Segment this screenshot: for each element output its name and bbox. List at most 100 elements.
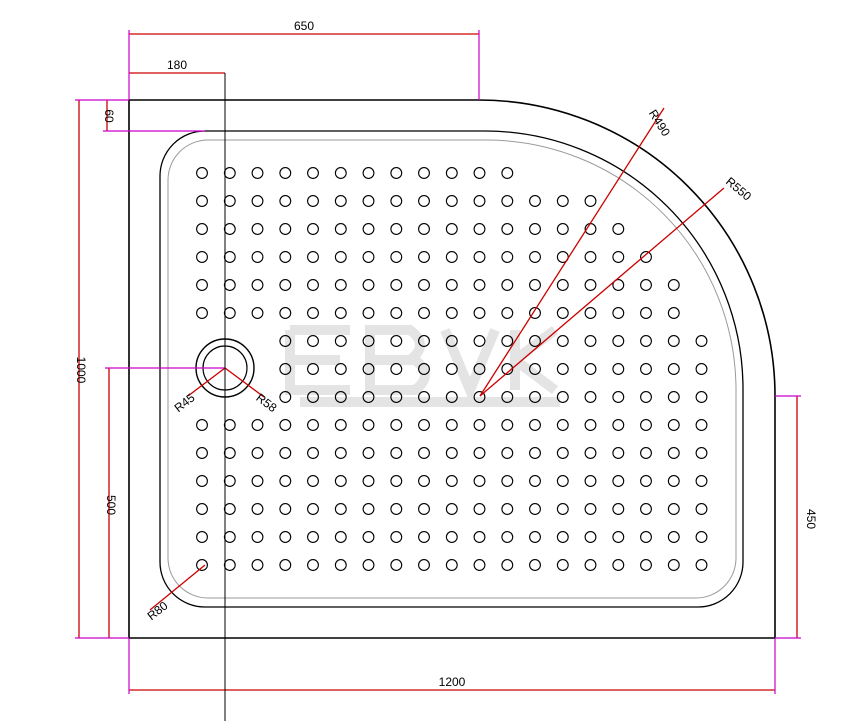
hole [418,531,430,543]
hole [667,559,680,571]
hole [307,335,319,347]
hole [473,503,486,515]
hole [362,363,375,375]
hole [418,251,430,263]
hole [667,391,680,403]
hole [695,391,708,403]
hole [390,335,403,347]
hole [445,195,458,207]
hole [640,475,652,487]
hole [445,391,458,403]
hole [501,279,514,291]
hole [390,363,403,375]
hole [612,279,625,291]
hole [529,307,541,319]
hole [473,223,486,235]
hole [334,475,347,487]
hole [362,503,375,515]
hole [529,447,541,459]
hole [390,195,403,207]
hole [612,503,625,515]
hole [307,391,319,403]
hole [612,363,625,375]
hole [445,503,458,515]
hole [251,167,264,179]
hole [307,251,319,263]
hole [418,279,430,291]
hole [334,195,347,207]
dim-label-450: 450 [804,509,818,529]
hole [584,559,597,571]
hole [612,559,625,571]
hole [362,279,375,291]
hole [307,223,319,235]
hole [279,251,292,263]
hole [473,475,486,487]
hole [695,503,708,515]
hole [501,391,514,403]
hole [362,223,375,235]
hole [473,531,486,543]
hole [390,559,403,571]
hole [584,363,597,375]
dim-label-r550: R550 [723,174,754,203]
hole [390,223,403,235]
hole [445,251,458,263]
hole [334,335,347,347]
hole [501,503,514,515]
hole [196,419,208,431]
hole [307,531,319,543]
hole [612,223,625,235]
hole [251,195,264,207]
hole [556,307,569,319]
hole [334,223,347,235]
hole [334,503,347,515]
hole [667,475,680,487]
hole [640,531,652,543]
hole [501,251,514,263]
hole [223,223,236,235]
hole [223,307,236,319]
hole [251,447,264,459]
hole [334,531,347,543]
hole [418,559,430,571]
hole [501,335,514,347]
hole [612,447,625,459]
hole [362,391,375,403]
hole [196,167,208,179]
hole [556,363,569,375]
hole [612,335,625,347]
hole [612,391,625,403]
hole [307,447,319,459]
hole [251,419,264,431]
hole [556,447,569,459]
hole [445,307,458,319]
hole [501,167,514,179]
hole [556,335,569,347]
hole [251,279,264,291]
hole [445,419,458,431]
hole [667,279,680,291]
hole [612,307,625,319]
hole [584,335,597,347]
hole [362,559,375,571]
hole [473,167,486,179]
hole [584,419,597,431]
hole [556,531,569,543]
hole [584,503,597,515]
hole [279,503,292,515]
hole [307,307,319,319]
dim-label-r490: R490 [646,107,673,139]
dim-label-r80: R80 [145,598,171,623]
hole [640,391,652,403]
hole [251,503,264,515]
hole [445,279,458,291]
hole [390,251,403,263]
hole [223,195,236,207]
hole [640,279,652,291]
hole [196,279,208,291]
hole [556,195,569,207]
hole [418,335,430,347]
hole [667,363,680,375]
